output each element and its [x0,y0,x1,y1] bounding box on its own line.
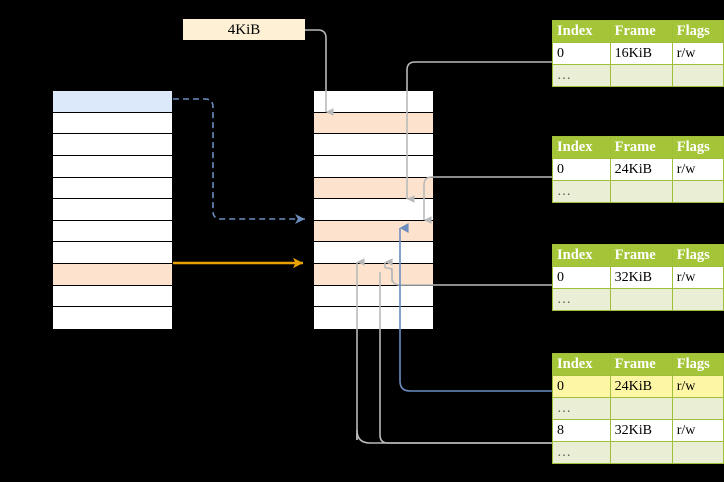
table-row: … [552,64,724,87]
table-cell-frame: 32KiB [609,419,673,442]
table-cell-frame: 24KiB [609,158,673,181]
virtual-address-space-cell [53,285,172,308]
physical-memory-cell [314,155,433,178]
table-cell-frame [609,288,673,311]
table-cell-flags [671,180,724,203]
table-cell-frame [609,64,673,87]
virtual-address-space-cell [53,112,172,135]
virtual-address-space-cell [53,134,172,156]
table-cell-index: 0 [552,158,611,181]
column-header-flags: Flags [671,244,724,267]
column-header-flags: Flags [671,20,724,43]
column-header-index: Index [552,244,611,267]
physical-memory-cell [314,307,433,329]
physical-memory-cell [314,112,433,135]
virtual-address-space-cell [53,220,172,243]
table-cell-frame: 24KiB [609,375,673,398]
virtual-address-space-cell [53,177,172,200]
virtual-address-space-cell [53,199,172,221]
virtual-address-space-cell [53,264,172,286]
table-cell-flags: r/w [671,375,724,398]
physical-memory-cell [314,264,433,286]
virtual-address-space-cell [53,91,172,113]
column-header-flags: Flags [671,136,724,159]
virtual-address-space-cell [53,242,172,264]
virtual-address-space-cell [53,155,172,178]
table-cell-flags [671,288,724,311]
table-cell-index: … [552,180,611,203]
table-row: … [552,397,724,420]
column-header-index: Index [552,20,611,43]
table-cell-index: … [552,397,611,420]
page-size-label: 4KiB [183,19,305,40]
table-cell-index: 0 [552,42,611,65]
column-header-index: Index [552,136,611,159]
physical-memory-cell [314,220,433,243]
table-cell-flags: r/w [671,158,724,181]
column-header-index: Index [552,353,611,376]
table-cell-flags: r/w [671,419,724,442]
virtual-address-space-cell [53,307,172,329]
table-cell-index: … [552,288,611,311]
table-cell-flags [671,397,724,420]
virtual-address-space-column [52,90,173,329]
column-header-frame: Frame [609,136,673,159]
table-cell-frame [609,180,673,203]
table-row: … [552,441,724,464]
table-cell-index: … [552,441,611,464]
column-header-flags: Flags [671,353,724,376]
table-cell-frame [609,397,673,420]
column-header-frame: Frame [609,353,673,376]
table-cell-index: 0 [552,375,611,398]
column-header-frame: Frame [609,244,673,267]
table-cell-flags: r/w [671,42,724,65]
physical-memory-cell [314,134,433,156]
physical-memory-cell [314,91,433,113]
table-cell-flags [671,441,724,464]
table-cell-frame: 16KiB [609,42,673,65]
table-cell-index: 8 [552,419,611,442]
physical-memory-cell [314,199,433,221]
physical-memory-cell [314,285,433,308]
table-cell-frame [609,441,673,464]
table-cell-index: 0 [552,266,611,289]
table-row: … [552,288,724,311]
physical-memory-column [313,90,434,329]
column-header-frame: Frame [609,20,673,43]
physical-memory-cell [314,177,433,200]
table-cell-flags: r/w [671,266,724,289]
physical-memory-cell [314,242,433,264]
table-cell-index: … [552,64,611,87]
table-cell-flags [671,64,724,87]
table-row: … [552,180,724,203]
table-cell-frame: 32KiB [609,266,673,289]
